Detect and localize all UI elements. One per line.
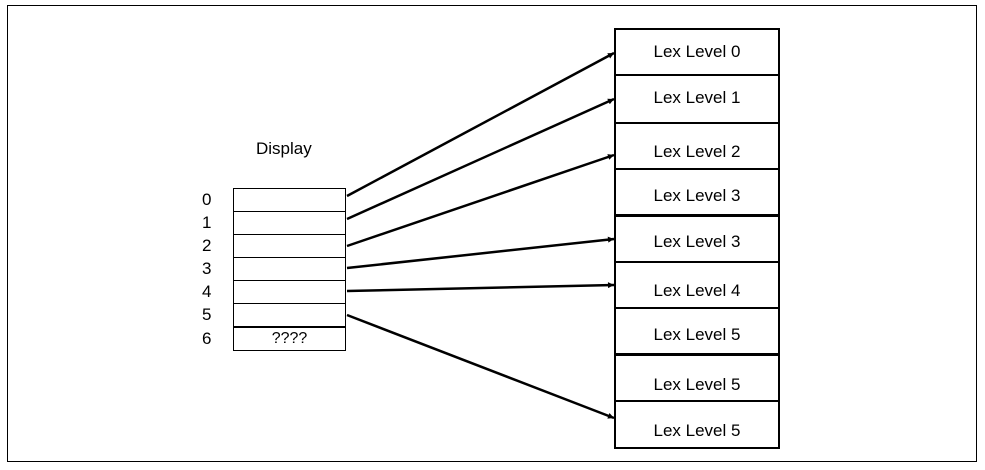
stack-cell: Lex Level 0 [614,28,780,76]
arrow-3-to-4 [346,236,615,270]
display-index: 0 [202,190,212,209]
display-index: 1 [202,213,212,232]
display-title: Display [256,139,312,158]
arrow-2-to-2 [346,153,615,248]
diagram-frame [7,5,977,462]
stack-cell: Lex Level 2 [614,122,780,170]
display-cell [233,303,346,327]
stack-cell: Lex Level 5 [614,400,780,449]
stack-cell: Lex Level 4 [614,261,780,309]
display-index: 3 [202,259,212,278]
display-index: 4 [202,282,212,301]
display-cell: ???? [233,327,346,351]
display-index: 2 [202,236,212,255]
display-index: 6 [202,329,212,348]
arrow-4-to-5 [346,282,615,293]
arrow-1-to-1 [346,97,615,221]
arrow-5-to-8 [346,313,615,420]
display-index: 5 [202,305,212,324]
arrow-0-to-0 [346,51,615,198]
